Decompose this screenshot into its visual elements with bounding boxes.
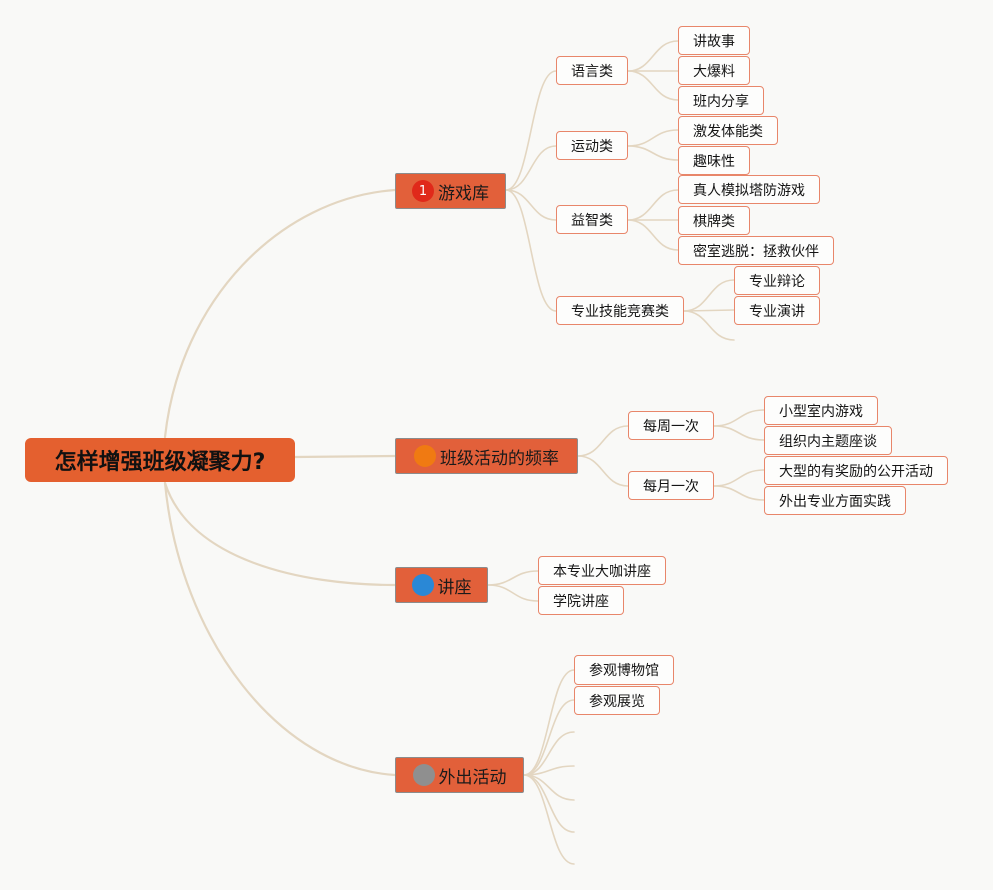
connector [505, 189, 557, 221]
topic-professional-speech[interactable]: 专业演讲 [734, 296, 820, 325]
subtopic-weekly[interactable]: 每周一次 [628, 411, 714, 440]
central-topic[interactable]: 怎样增强班级凝聚力? [25, 438, 295, 482]
topic-class-sharing[interactable]: 班内分享 [678, 86, 764, 115]
connector [505, 145, 557, 191]
topic-college-lecture[interactable]: 学院讲座 [538, 586, 624, 615]
connector [627, 40, 679, 72]
connector [627, 70, 679, 101]
connector-root-activity-frequency [293, 454, 397, 459]
priority-4-icon [412, 764, 435, 786]
topic-escape-room[interactable]: 密室逃脱：拯救伙伴 [678, 236, 834, 265]
main-topic-label: 讲座 [437, 577, 472, 598]
topic-live-tower-defense-game[interactable]: 真人模拟塔防游戏 [678, 175, 820, 204]
subtopic-professional-skills-contest[interactable]: 专业技能竞赛类 [556, 296, 684, 325]
connector [487, 584, 539, 602]
topic-museum-visit[interactable]: 参观博物馆 [574, 655, 674, 685]
connector-empty-topic [523, 774, 575, 833]
subtopic-puzzle-category[interactable]: 益智类 [556, 205, 628, 234]
main-topic-lectures[interactable]: 讲座 [395, 567, 488, 603]
topic-storytelling[interactable]: 讲故事 [678, 26, 750, 55]
connector [627, 219, 679, 251]
connector [505, 189, 557, 312]
connector [713, 425, 765, 441]
main-topic-activity-frequency[interactable]: 班级活动的频率 [395, 438, 578, 474]
main-topic-label: 外出活动 [438, 767, 507, 788]
priority-1-icon: 1 [412, 180, 434, 202]
topic-internal-theme-forum[interactable]: 组织内主题座谈 [764, 426, 892, 455]
connector [577, 455, 629, 487]
subtopic-language-category[interactable]: 语言类 [556, 56, 628, 85]
connector [505, 70, 557, 191]
connector [713, 485, 765, 501]
connector-root-lectures [163, 481, 397, 587]
topic-physical-fitness[interactable]: 激发体能类 [678, 116, 778, 145]
topic-expert-lecture[interactable]: 本专业大咖讲座 [538, 556, 666, 585]
connector-root-outings [163, 481, 397, 777]
connector [627, 129, 679, 147]
connector [713, 469, 765, 487]
connector [523, 669, 575, 776]
connector [523, 699, 575, 776]
priority-2-icon [414, 445, 436, 467]
connector [627, 145, 679, 161]
connector-empty-topic [523, 731, 575, 776]
topic-off-campus-professional-practice[interactable]: 外出专业方面实践 [764, 486, 906, 515]
main-topic-outings[interactable]: 外出活动 [395, 757, 524, 793]
subtopic-sports-category[interactable]: 运动类 [556, 131, 628, 160]
topic-board-card-games[interactable]: 棋牌类 [678, 206, 750, 235]
connector-root-game-library [163, 188, 397, 439]
main-topic-game-library[interactable]: 1 游戏库 [395, 173, 506, 209]
topic-big-reveal[interactable]: 大爆料 [678, 56, 750, 85]
topic-small-indoor-games[interactable]: 小型室内游戏 [764, 396, 878, 425]
topic-professional-debate[interactable]: 专业辩论 [734, 266, 820, 295]
connector-empty-topic [523, 774, 575, 865]
connector [683, 279, 735, 312]
main-topic-label: 班级活动的频率 [440, 448, 559, 469]
connector-empty-topic [683, 310, 735, 341]
connector [627, 189, 679, 221]
topic-fun-activities[interactable]: 趣味性 [678, 146, 750, 175]
priority-3-icon [411, 574, 434, 596]
topic-large-public-event-with-rewards[interactable]: 大型的有奖励的公开活动 [764, 456, 948, 485]
connector [683, 309, 735, 312]
connector [713, 409, 765, 427]
connector [577, 425, 629, 457]
connector [487, 570, 539, 586]
topic-exhibition-visit[interactable]: 参观展览 [574, 686, 660, 715]
main-topic-label: 游戏库 [438, 183, 489, 204]
subtopic-monthly[interactable]: 每月一次 [628, 471, 714, 500]
